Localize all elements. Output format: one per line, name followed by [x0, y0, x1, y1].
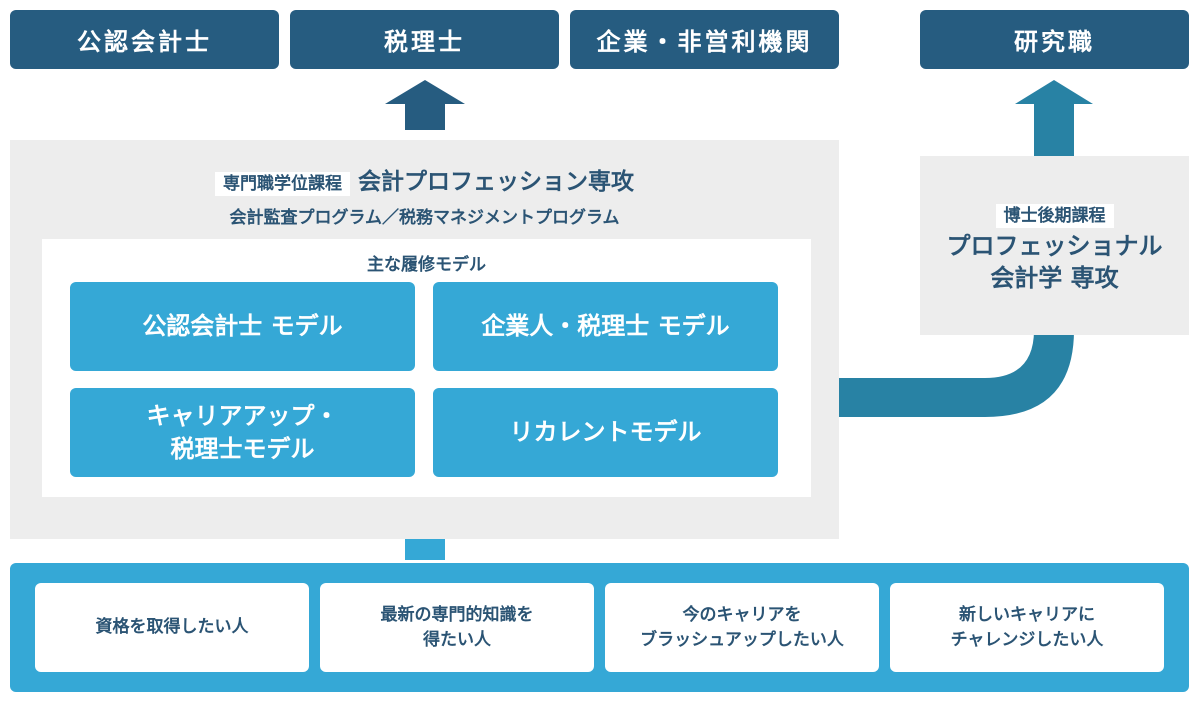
- career-cpa: 公認会計士: [10, 10, 279, 69]
- doctoral-panel: 博士後期課程 プロフェッショナル 会計学 専攻: [920, 156, 1189, 335]
- audience-new-career: 新しいキャリアに チャレンジしたい人: [890, 583, 1164, 672]
- masters-subtitle: 会計監査プログラム／税務マネジメントプログラム: [229, 208, 620, 228]
- career-tax-accountant: 税理士: [290, 10, 559, 69]
- doctoral-badge: 博士後期課程: [995, 204, 1114, 228]
- model-cpa: 公認会計士 モデル: [70, 282, 415, 371]
- masters-badge: 専門職学位課程: [214, 172, 350, 196]
- curved-arrow-path: [823, 330, 1074, 417]
- arrow-up-icon: [1015, 80, 1093, 160]
- arrow-up-icon: [385, 80, 465, 130]
- masters-title: 会計プロフェッション専攻: [358, 169, 634, 195]
- career-research: 研究職: [920, 10, 1189, 69]
- model-recurrent: リカレントモデル: [433, 388, 778, 477]
- audience-knowledge: 最新の専門的知識を 得たい人: [320, 583, 594, 672]
- audience-qualification: 資格を取得したい人: [35, 583, 309, 672]
- career-corporate-nonprofit: 企業・非営利機関: [570, 10, 839, 69]
- audience-brush-up: 今のキャリアを ブラッシュアップしたい人: [605, 583, 879, 672]
- model-career-up-tax: キャリアアップ・ 税理士モデル: [70, 388, 415, 477]
- model-corporate-tax: 企業人・税理士 モデル: [433, 282, 778, 371]
- doctoral-title: プロフェッショナル 会計学 専攻: [946, 232, 1163, 293]
- models-heading: 主な履修モデル: [367, 255, 486, 275]
